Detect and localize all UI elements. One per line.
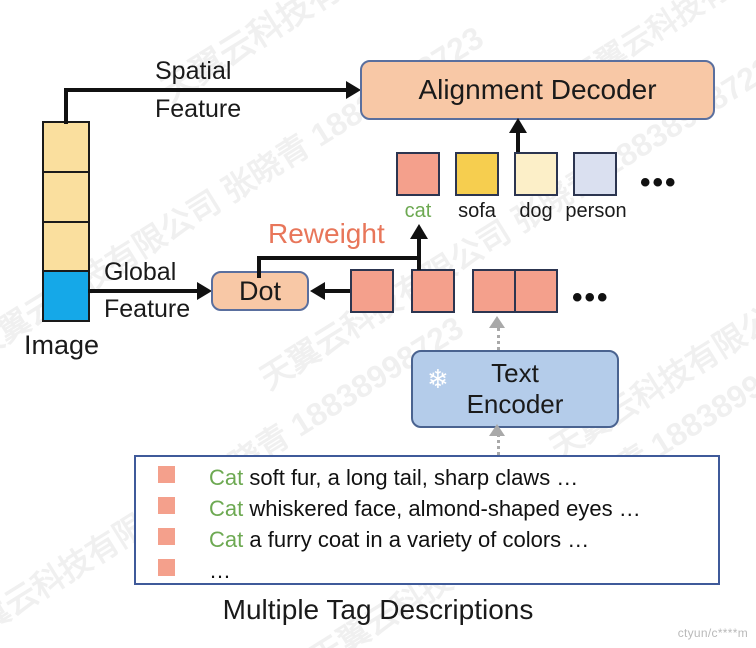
image-label: Image [24,330,100,360]
tag-descriptions-panel: Cat soft fur, a long tail, sharp claws …… [134,455,720,585]
class-square-ellipsis: ••• [640,166,678,199]
spatial-feature-arrowhead [346,81,361,99]
spatial-feature-label-line1: Spatial [155,57,232,85]
figure-caption: Multiple Tag Descriptions [222,594,534,625]
class-label-dog: dog [519,200,553,222]
tag-body: … [209,558,231,583]
embedding-to-dot-line [322,289,350,293]
tag-bullet-icon [158,528,175,545]
tag-text: Cat a furry coat in a variety of colors … [209,527,589,553]
global-feature-line [88,289,200,293]
reweight-line-left-vertical [257,256,261,278]
corner-watermark: ctyun/c****m [677,626,748,640]
global-feature-label-line1: Global [104,258,177,286]
tag-body: a furry coat in a variety of colors … [249,527,590,552]
tag-bullet-icon [158,466,175,483]
tag-bullet-icon [158,559,175,576]
class-square-person [573,152,617,196]
tag-keyword: Cat [209,465,244,490]
class-square-dog [514,152,558,196]
spatial-feature-label-line2: Feature [155,95,242,123]
class-label-sofa: sofa [458,200,496,222]
tag-row: Cat whiskered face, almond-shaped eyes … [136,496,718,527]
reweight-line-horizontal [257,256,421,260]
class-label-cat: cat [404,200,432,222]
scores-to-decoder-line [516,128,520,152]
tag-body: whiskered face, almond-shaped eyes … [249,496,641,521]
text-encoder-block[interactable]: ❄ Text Encoder [411,350,619,428]
tag-body: soft fur, a long tail, sharp claws … [249,465,579,490]
image-cell [44,172,88,223]
reweight-arrowhead [410,224,428,239]
class-label-person: person [565,200,627,222]
image-cell [44,123,88,173]
tag-text: Cat whiskered face, almond-shaped eyes … [209,496,641,522]
tag-row: Cat soft fur, a long tail, sharp claws … [136,465,718,496]
image-cell [44,272,88,320]
text-encoder-label-line1: Text [491,358,539,389]
snowflake-icon: ❄ [427,364,449,394]
alignment-decoder-block[interactable]: Alignment Decoder [360,60,715,120]
spatial-feature-line-vertical [64,88,68,124]
scores-to-decoder-arrowhead [509,118,527,133]
global-feature-label-line2: Feature [104,295,191,323]
tag-keyword: Cat [209,527,244,552]
tags-to-encoder-arrowhead [489,424,505,436]
tag-row: Cat a furry coat in a variety of colors … [136,527,718,558]
image-feature-column [42,121,90,322]
global-feature-arrowhead [197,282,212,300]
tag-row: … [136,558,718,589]
tag-text: Cat soft fur, a long tail, sharp claws … [209,465,578,491]
encoder-to-embeddings-line [497,328,500,350]
image-cell [44,222,88,273]
reweight-label: Reweight [268,218,385,249]
text-embedding-ellipsis: ••• [572,281,610,314]
tags-to-encoder-line [497,434,500,455]
text-embedding-square [350,269,394,313]
text-embedding-square [411,269,455,313]
text-embedding-square [472,269,516,313]
reweight-line-right-vertical [417,234,421,270]
class-square-cat [396,152,440,196]
class-square-sofa [455,152,499,196]
encoder-to-embeddings-arrowhead [489,316,505,328]
tag-keyword: Cat [209,496,244,521]
text-embedding-square [514,269,558,313]
tag-bullet-icon [158,497,175,514]
spatial-feature-line-horizontal [64,88,349,92]
tag-text: … [209,558,231,584]
embedding-to-dot-arrowhead [310,282,325,300]
text-encoder-label-line2: Encoder [466,389,564,419]
